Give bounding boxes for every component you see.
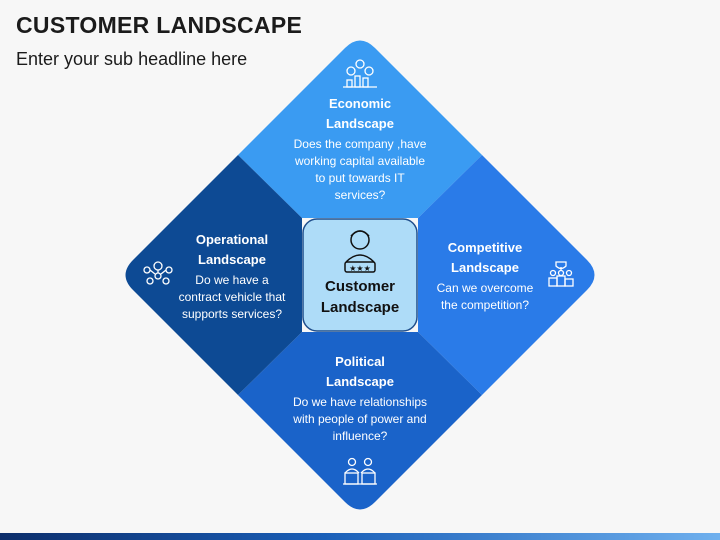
political-block: Political Landscape Do we have relations…	[270, 352, 450, 445]
operational-desc-2: contract vehicle that	[178, 290, 286, 304]
economic-desc-4: services?	[334, 188, 386, 202]
debate-podium-icon	[343, 457, 377, 485]
quadrant-political	[238, 332, 482, 510]
economic-title-1: Economic	[328, 96, 392, 111]
operational-title-2: Landscape	[198, 252, 266, 267]
economic-block: Economic Landscape Does the company ,hav…	[270, 94, 450, 204]
economic-desc-2: working capital available	[294, 154, 426, 168]
political-title-1: Political	[335, 354, 385, 369]
quadrant-economic	[238, 40, 482, 218]
page-subtitle: Enter your sub headline here	[16, 49, 248, 69]
customer-rating-icon: ★★★	[344, 230, 376, 273]
political-desc-3: influence?	[332, 429, 388, 443]
svg-text:★★★: ★★★	[349, 264, 371, 273]
operational-title-1: Operational	[195, 232, 269, 247]
operational-block: Operational Landscape Do we have a contr…	[168, 230, 296, 323]
center-label: Customer Landscape	[305, 276, 415, 318]
quadrant-competitive	[418, 155, 595, 395]
operational-desc-1: Do we have a	[195, 273, 269, 287]
political-desc-2: with people of power and	[293, 412, 427, 426]
competitive-title-1: Competitive	[447, 240, 523, 255]
quadrant-operational	[125, 155, 302, 395]
page-title: CUSTOMER LANDSCAPE	[16, 12, 303, 38]
economic-title-2: Landscape	[326, 116, 394, 131]
political-title-2: Landscape	[326, 374, 394, 389]
network-gears-icon	[143, 261, 173, 285]
competitive-desc-1: Can we overcome	[436, 281, 534, 295]
competitive-desc-2: the competition?	[440, 298, 530, 312]
coins-chart-icon	[343, 59, 377, 88]
political-desc-1: Do we have relationships	[292, 395, 428, 409]
center-label-1: Customer	[324, 278, 395, 295]
competitive-block: Competitive Landscape Can we overcome th…	[424, 238, 546, 314]
operational-desc-3: supports services?	[181, 307, 283, 321]
economic-desc-3: to put towards IT	[315, 171, 405, 185]
center-box	[302, 218, 418, 332]
economic-desc-1: Does the company ,have	[293, 137, 427, 151]
footer-bar	[0, 533, 720, 540]
competitive-title-2: Landscape	[451, 260, 519, 275]
center-label-2: Landscape	[320, 299, 400, 316]
trophy-podium-icon	[548, 261, 574, 287]
